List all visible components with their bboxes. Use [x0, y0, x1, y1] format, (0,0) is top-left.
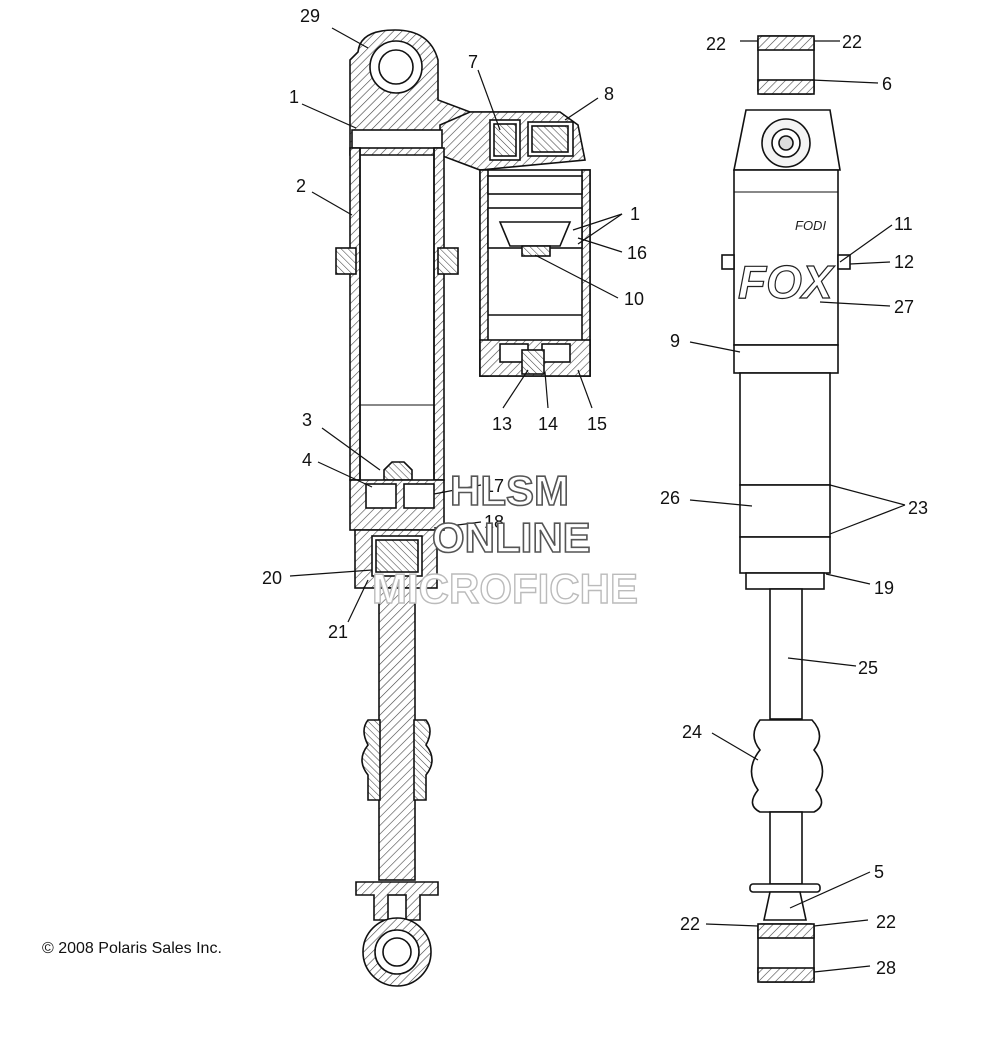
callout-26: 26	[660, 488, 680, 508]
callout-22-bottom-left: 22	[680, 914, 700, 934]
watermark-line1: HLSM	[450, 467, 569, 514]
svg-text:FOX: FOX	[738, 256, 835, 308]
watermark: HLSM ONLINE MICROFICHE	[371, 466, 638, 613]
callout-15: 15	[587, 414, 607, 434]
callout-1: 1	[289, 87, 299, 107]
callout-23: 23	[908, 498, 928, 518]
callout-24: 24	[682, 722, 702, 742]
callout-2: 2	[296, 176, 306, 196]
top-eyelet-exterior	[733, 109, 841, 171]
callout-8: 8	[604, 84, 614, 104]
callout-28: 28	[876, 958, 896, 978]
copyright-notice: © 2008 Polaris Sales Inc.	[42, 940, 222, 957]
cross-section-view	[335, 29, 591, 987]
callout-25: 25	[858, 658, 878, 678]
callout-10: 10	[624, 289, 644, 309]
callout-5: 5	[874, 862, 884, 882]
callout-21: 21	[328, 622, 348, 642]
watermark-line3: MICROFICHE	[372, 565, 638, 612]
callout-22-top-right: 22	[842, 32, 862, 52]
watermark-line2: ONLINE	[432, 514, 591, 561]
callout-27: 27	[894, 297, 914, 317]
callout-18: 18	[484, 512, 504, 532]
callout-6: 6	[882, 74, 892, 94]
bottom-bushing	[757, 923, 815, 983]
callout-12: 12	[894, 252, 914, 272]
reservoir	[479, 169, 591, 377]
callout-1b: 1	[630, 204, 640, 224]
bottom-eyelet	[362, 917, 432, 987]
callout-29: 29	[300, 6, 320, 26]
svg-text:FODI: FODI	[795, 218, 826, 233]
callout-14: 14	[538, 414, 558, 434]
callout-4: 4	[302, 450, 312, 470]
seal-head-assembly	[349, 461, 445, 589]
callout-22-bottom-right: 22	[876, 912, 896, 932]
leader-lines	[289, 27, 906, 973]
callout-17: 17	[484, 476, 504, 496]
callout-22-top-left: 22	[706, 34, 726, 54]
callout-labels: 29 1 7 8 2 1 16 10 13 14 15 3 4 17 18 20…	[262, 6, 928, 978]
brand-label: FODI FOX	[737, 218, 835, 309]
reservoir-head	[439, 111, 586, 171]
callout-3: 3	[302, 410, 312, 430]
shaft-exterior	[749, 588, 824, 921]
callout-20: 20	[262, 568, 282, 588]
exterior-view: FODI FOX	[721, 35, 851, 983]
callout-7: 7	[468, 52, 478, 72]
callout-11: 11	[894, 214, 913, 234]
callout-9: 9	[670, 331, 680, 351]
shaft	[355, 587, 439, 921]
body-cylinder	[721, 169, 851, 590]
callout-19: 19	[874, 578, 894, 598]
callout-13: 13	[492, 414, 512, 434]
top-bushing	[757, 35, 815, 95]
main-body-tube	[335, 129, 459, 481]
callout-16: 16	[627, 243, 647, 263]
